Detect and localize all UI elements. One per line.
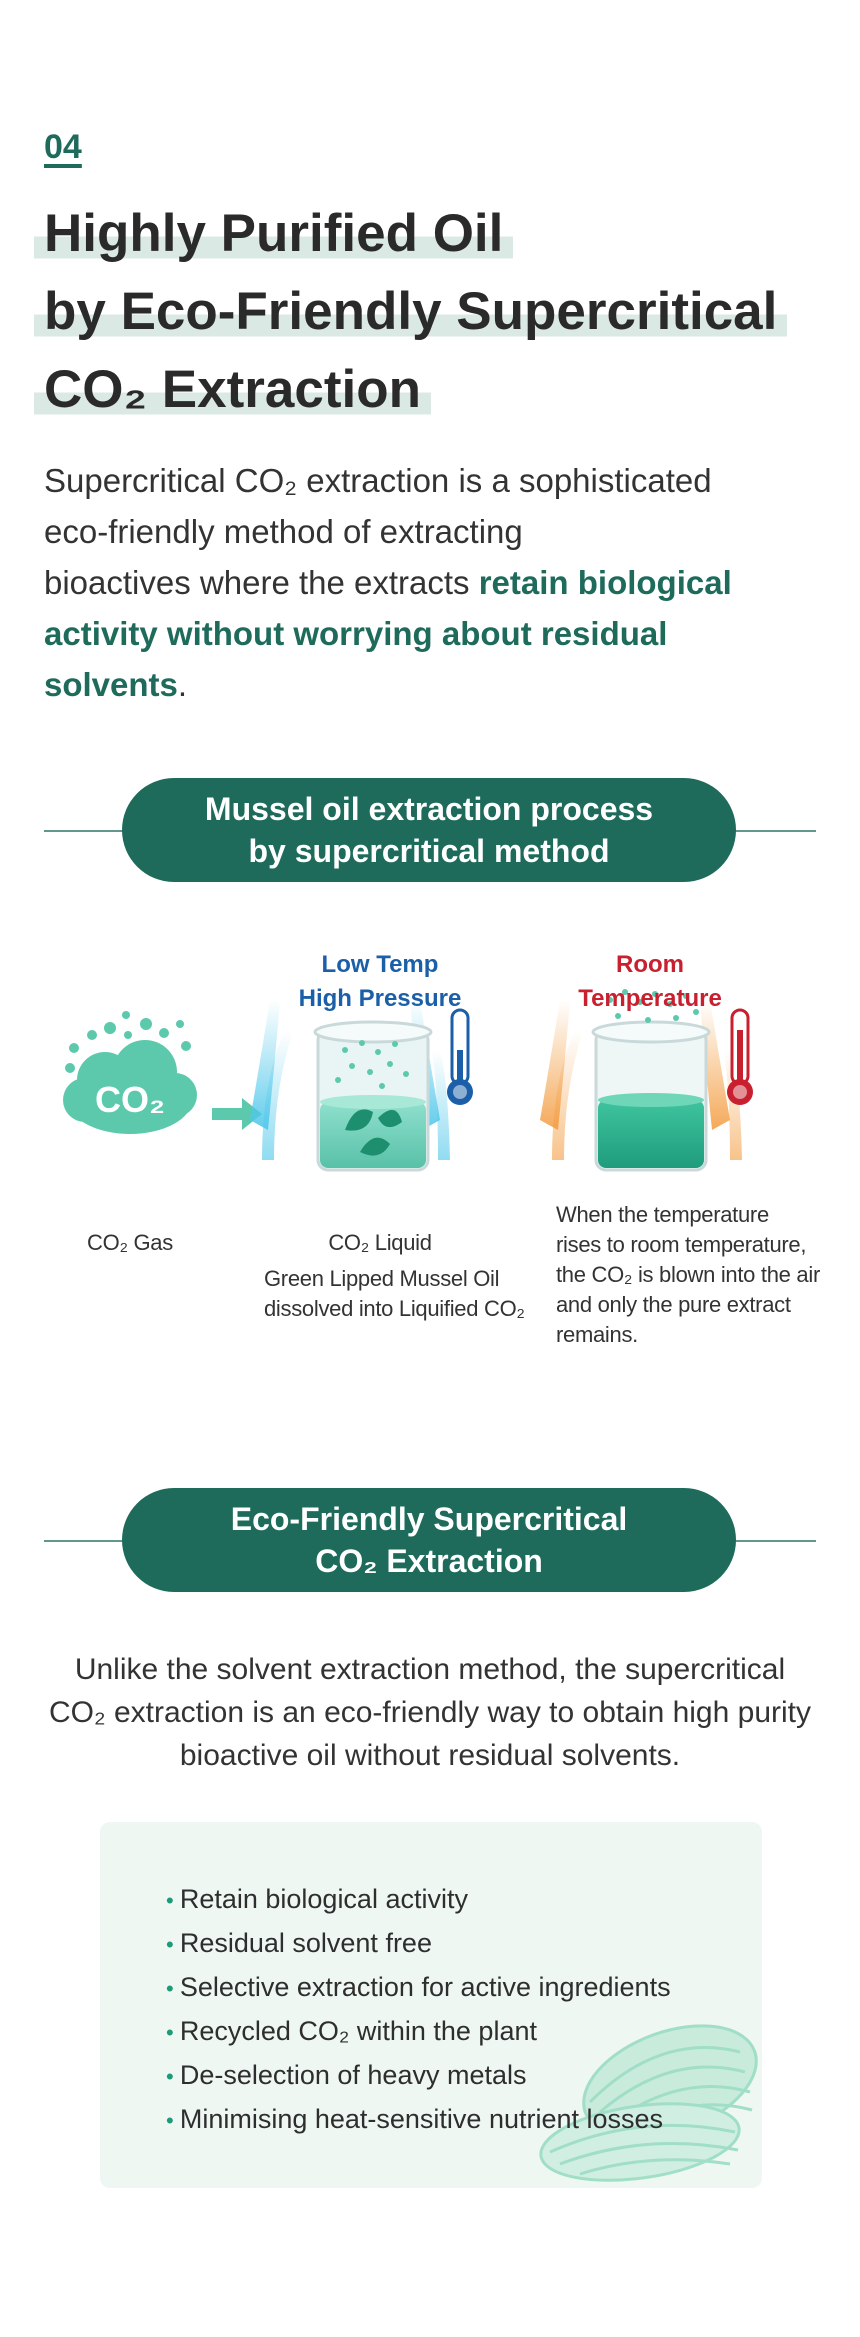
room-temp-label: Room Temperature [555,948,745,1016]
room-desc-line-1: When the temperature [556,1202,769,1227]
eco-header-line-2: CO₂ Extraction [315,1543,543,1579]
room-desc-line-3: the CO₂ is blown into the air [556,1262,820,1287]
room-desc-line-5: remains. [556,1322,638,1347]
room-desc-line-2: rises to room temperature, [556,1232,807,1257]
intro-emphasis-c: solvents [44,666,178,703]
intro-emphasis-b: activity without worrying about residual [44,615,668,652]
page-title-line-3: CO₂ Extraction [34,358,431,422]
eco-desc-line-2: CO₂ extraction is an eco-friendly way to… [48,1696,811,1729]
process-header-pill: Mussel oil extraction process by supercr… [122,778,736,882]
co2-cloud-icon [63,1011,197,1134]
benefit-item: Recycled CO₂ within the plant [166,2010,671,2054]
intro-emphasis-a: retain biological [478,564,732,601]
eco-header-pill: Eco-Friendly Supercritical CO₂ Extractio… [122,1488,736,1592]
eco-header-line-1: Eco-Friendly Supercritical [230,1501,628,1537]
eco-description: Unlike the solvent extraction method, th… [30,1648,830,1777]
benefit-item: Retain biological activity [166,1878,671,1922]
intro-line-3-text: bioactives where the extracts [44,564,479,601]
intro-line-2: eco-friendly method of extracting [44,513,523,550]
thermometer-cold-icon [447,1008,473,1105]
co2-liquid-caption: CO₂ Liquid [328,1230,432,1255]
liquid-desc-line-1: Green Lipped Mussel Oil [264,1266,500,1291]
eco-desc-line-3: bioactive oil without residual solvents. [179,1739,681,1772]
intro-paragraph: Supercritical CO₂ extraction is a sophis… [44,455,804,710]
low-temp-label-line-1: Low Temp [321,951,439,978]
intro-line-3: bioactives where the extracts retain bio… [44,557,804,608]
page-title-line-2: by Eco-Friendly Supercritical [34,280,788,344]
benefit-item: Minimising heat-sensitive nutrient losse… [166,2098,671,2142]
low-temp-label: Low Temp High Pressure [280,948,480,1016]
title-text-2: by Eco-Friendly Supercritical [34,282,788,341]
room-temp-label-line-1: Room [616,951,684,978]
benefits-list: Retain biological activity Residual solv… [166,1878,671,2142]
liquid-desc-line-2: dissolved into Liquified CO₂ [264,1296,525,1321]
room-temp-description: When the temperature rises to room tempe… [556,1200,856,1350]
intro-line-5: solvents. [44,659,804,710]
title-text-3: CO₂ Extraction [34,360,431,419]
low-temp-label-line-2: High Pressure [298,985,462,1012]
benefit-item: De-selection of heavy metals [166,2054,671,2098]
co2-gas-caption: CO₂ Gas [87,1230,173,1255]
process-illustration: CO₂ [63,989,753,1172]
liquid-description: Green Lipped Mussel Oil dissolved into L… [264,1264,544,1324]
beaker-room-temp-icon [540,989,742,1172]
benefit-item: Selective extraction for active ingredie… [166,1966,671,2010]
benefits-card: Retain biological activity Residual solv… [100,1822,762,2188]
eco-desc-line-1: Unlike the solvent extraction method, th… [74,1653,786,1686]
page-title-line-1: Highly Purified Oil [34,202,514,266]
room-temp-label-line-2: Temperature [578,985,722,1012]
beaker-low-temp-icon [250,1000,450,1172]
title-text-1: Highly Purified Oil [34,204,514,263]
intro-line-1: Supercritical CO₂ extraction is a sophis… [44,462,712,499]
intro-end: . [177,666,188,703]
benefit-item: Residual solvent free [166,1922,671,1966]
co2-icon-text: CO₂ [95,1079,165,1120]
process-header-line-1: Mussel oil extraction process [204,791,654,827]
thermometer-warm-icon [727,1008,753,1105]
process-header-line-2: by supercritical method [248,833,610,869]
room-desc-line-4: and only the pure extract [556,1292,791,1317]
section-number: 04 [44,128,82,166]
